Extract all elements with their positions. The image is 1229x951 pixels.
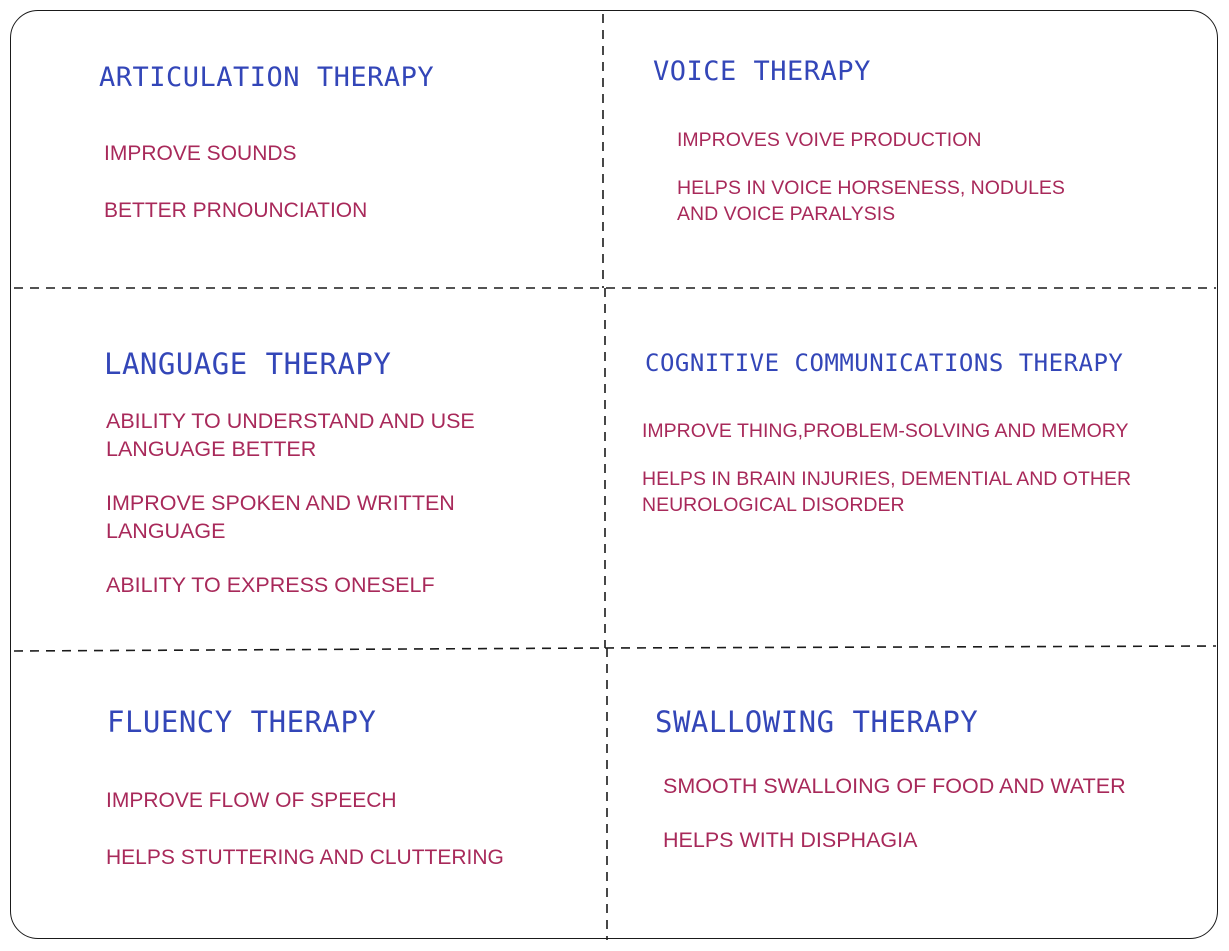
articulation-therapy-title: ARTICULATION THERAPY <box>99 62 435 93</box>
rounded-frame <box>10 10 1218 939</box>
list-item: SMOOTH SWALLOING OF FOOD AND WATER <box>663 774 1126 798</box>
list-item: IMPROVE FLOW OF SPEECH <box>106 789 397 812</box>
list-item: ABILITY TO EXPRESS ONESELF <box>106 573 435 597</box>
voice-therapy-title: VOICE THERAPY <box>653 56 871 87</box>
horizontal-divider-lower-right <box>604 645 1217 649</box>
language-therapy-title: LANGUAGE THERAPY <box>104 347 392 381</box>
voice-therapy-items: IMPROVES VOIVE PRODUCTION HELPS IN VOICE… <box>677 127 1065 227</box>
list-item: HELPS WITH DISPHAGIA <box>663 828 918 852</box>
list-item: IMPROVE SOUNDS <box>104 142 297 165</box>
list-item: BETTER PRNOUNCIATION <box>104 199 368 222</box>
list-item: HELPS STUTTERING AND CLUTTERING <box>106 846 504 869</box>
swallowing-therapy-items: SMOOTH SWALLOING OF FOOD AND WATER HELPS… <box>663 772 1126 854</box>
fluency-therapy-title: FLUENCY THERAPY <box>107 705 377 739</box>
list-item: IMPROVES VOIVE PRODUCTION <box>677 129 982 151</box>
articulation-therapy-items: IMPROVE SOUNDS BETTER PRNOUNCIATION <box>104 141 367 224</box>
list-item: HELPS IN BRAIN INJURIES, DEMENTIAL AND O… <box>642 468 1132 516</box>
list-item: IMPROVE THING,PROBLEM-SOLVING AND MEMORY <box>642 420 1129 442</box>
swallowing-therapy-title: SWALLOWING THERAPY <box>655 705 979 739</box>
cognitive-communications-therapy-items: IMPROVE THING,PROBLEM-SOLVING AND MEMORY… <box>642 418 1131 518</box>
fluency-therapy-items: IMPROVE FLOW OF SPEECH HELPS STUTTERING … <box>106 788 504 871</box>
horizontal-divider-lower-left <box>13 647 606 652</box>
cognitive-communications-therapy-title: COGNITIVE COMMUNICATIONS THERAPY <box>645 349 1124 377</box>
